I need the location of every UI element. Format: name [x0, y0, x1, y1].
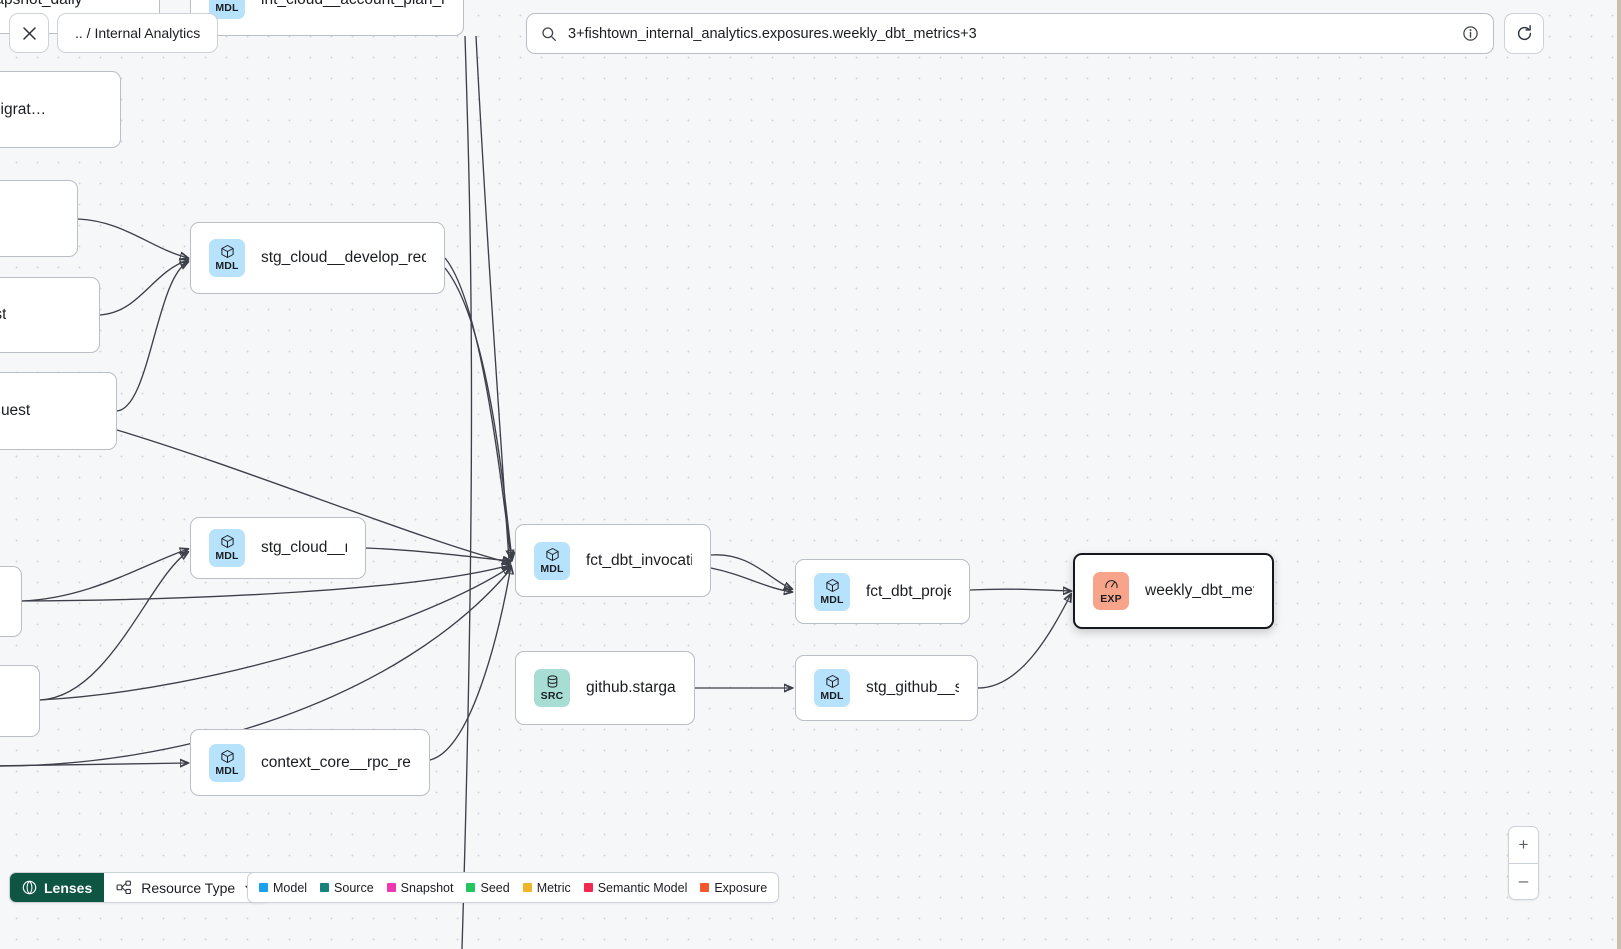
search-input[interactable]: 3+fishtown_internal_analytics.exposures.…	[568, 25, 977, 42]
legend-swatch	[466, 883, 476, 892]
lineage-search-bar[interactable]: 3+fishtown_internal_analytics.exposures.…	[526, 13, 1494, 54]
cube-icon	[220, 749, 234, 763]
node-label: velop_request	[0, 306, 7, 323]
resource-type-dropdown[interactable]: Resource Type	[104, 873, 269, 902]
zoom-controls: + –	[1508, 826, 1539, 900]
node-type-label: MDL	[820, 593, 844, 606]
cube-icon	[825, 578, 839, 592]
lens-toolbar: Lenses Resource Type	[9, 872, 270, 903]
node-type-label: MDL	[215, 260, 239, 273]
graph-node-stg_cloud_runs[interactable]: MDL stg_cloud__runs	[190, 517, 366, 579]
node-label: stg_cloud__develop_requests	[261, 249, 426, 266]
node-type-label: SRC	[540, 690, 564, 703]
cube-icon	[220, 535, 234, 549]
node-type-label: MDL	[215, 764, 239, 777]
legend-swatch	[583, 883, 593, 892]
graph-node-velop_request[interactable]: velop_request	[0, 277, 100, 353]
node-label: github.stargazers	[586, 679, 676, 696]
graph-node-develop_request[interactable]: _develop_request	[0, 372, 117, 450]
graph-node-weekly_dbt_metrics[interactable]: EXP weekly_dbt_metrics	[1073, 553, 1274, 629]
legend-item-metric[interactable]: Metric	[522, 880, 571, 895]
graph-node-stg_github_stars[interactable]: MDL stg_github__stars	[795, 655, 978, 721]
database-icon	[547, 675, 557, 688]
search-icon	[542, 26, 557, 41]
zoom-out-button[interactable]: –	[1509, 862, 1538, 900]
legend-label: Exposure	[714, 880, 768, 895]
refresh-button[interactable]	[1504, 13, 1544, 54]
node-type-badge-mdl: MDL	[534, 541, 570, 580]
window-right-edge	[1617, 0, 1621, 949]
resource-type-legend: Model Source Snapshot Seed Metric Semantic Mo…	[247, 872, 780, 903]
graph-node-multicell_migrat[interactable]: multicell_migrat…	[0, 71, 121, 148]
node-type-badge-mdl: MDL	[209, 239, 245, 277]
node-label: context_core__rpc_request	[261, 753, 411, 771]
node-label: stg_github__stars	[866, 679, 959, 696]
graph-node-github_stargazers[interactable]: SRC github.stargazers	[515, 651, 695, 725]
close-button[interactable]	[9, 13, 49, 53]
legend-label: Seed	[480, 880, 510, 895]
refresh-icon	[1517, 25, 1531, 41]
info-icon[interactable]	[1462, 25, 1479, 42]
node-type-badge-mdl: MDL	[209, 743, 245, 782]
node-type-label: MDL	[215, 550, 239, 563]
graph-node-stg_cloud_develop_requests[interactable]: MDL stg_cloud__develop_requests	[190, 222, 445, 294]
legend-label: Semantic Model	[597, 880, 688, 895]
legend-item-source[interactable]: Source	[320, 881, 374, 895]
legend-swatch	[320, 883, 330, 892]
legend-item-exposure[interactable]: Exposure	[700, 881, 767, 895]
node-type-badge-mdl: MDL	[814, 572, 850, 611]
node-type-badge-src: SRC	[534, 669, 570, 707]
node-type-badge-mdl: MDL	[209, 0, 245, 19]
cube-icon	[545, 547, 559, 561]
nodes-icon	[116, 880, 132, 894]
legend-label: Source	[334, 880, 374, 895]
node-label: snapshot_daily	[0, 0, 82, 9]
zoom-in-button[interactable]: +	[1518, 834, 1529, 854]
lenses-label: Lenses	[44, 879, 93, 896]
resource-type-label: Resource Type	[141, 879, 236, 896]
graph-node-partial_run[interactable]: _run	[0, 665, 40, 737]
legend-label: Model	[273, 880, 308, 895]
graph-node-context_core_rpc_request[interactable]: MDL context_core__rpc_request	[190, 729, 430, 796]
breadcrumb[interactable]: .. / Internal Analytics	[57, 13, 219, 53]
node-label: _develop_request	[0, 402, 31, 419]
node-label: multicell_migrat…	[0, 100, 47, 118]
cube-icon	[825, 675, 839, 689]
graph-node-fct_dbt_invocations[interactable]: MDL fct_dbt_invocations	[515, 524, 711, 597]
legend-item-snapshot[interactable]: Snapshot	[386, 880, 454, 895]
legend-item-seed[interactable]: Seed	[466, 880, 510, 895]
graph-node-fct_dbt_projects[interactable]: MDL fct_dbt_projects	[795, 559, 970, 624]
node-label: stg_cloud__runs	[261, 539, 347, 556]
node-type-badge-exp: EXP	[1093, 572, 1129, 610]
legend-label: Snapshot	[400, 880, 454, 895]
legend-swatch	[700, 883, 710, 892]
legend-swatch	[259, 883, 268, 892]
breadcrumb-label: .. / Internal Analytics	[75, 25, 201, 41]
cube-icon	[220, 0, 235, 1]
lens-icon	[22, 880, 37, 895]
close-icon	[22, 26, 36, 40]
node-label: weekly_dbt_metrics	[1145, 582, 1254, 599]
graph-node-op_request[interactable]: op_request	[0, 180, 78, 257]
legend-swatch	[522, 883, 532, 892]
cube-icon	[220, 245, 234, 259]
legend-item-model[interactable]: Model	[259, 881, 307, 895]
node-label: fct_dbt_invocations	[586, 551, 692, 569]
node-type-badge-mdl: MDL	[814, 669, 850, 707]
graph-node-partial_n[interactable]: n	[0, 566, 22, 637]
legend-swatch	[386, 883, 396, 892]
node-type-label: MDL	[215, 1, 239, 14]
legend-label: Metric	[536, 880, 571, 895]
legend-item-semantic-model[interactable]: Semantic Model	[583, 880, 688, 895]
node-type-badge-mdl: MDL	[209, 529, 245, 567]
node-type-label: MDL	[540, 562, 564, 575]
gauge-icon	[1104, 580, 1118, 589]
node-label: fct_dbt_projects	[866, 582, 951, 600]
node-type-label: EXP	[1100, 593, 1122, 606]
node-label: int_cloud__account_plan_history	[261, 0, 445, 9]
graph-node-int_cloud_account_plan[interactable]: MDL int_cloud__account_plan_history	[190, 0, 464, 36]
lenses-button[interactable]: Lenses	[10, 873, 105, 902]
node-type-label: MDL	[820, 690, 844, 703]
